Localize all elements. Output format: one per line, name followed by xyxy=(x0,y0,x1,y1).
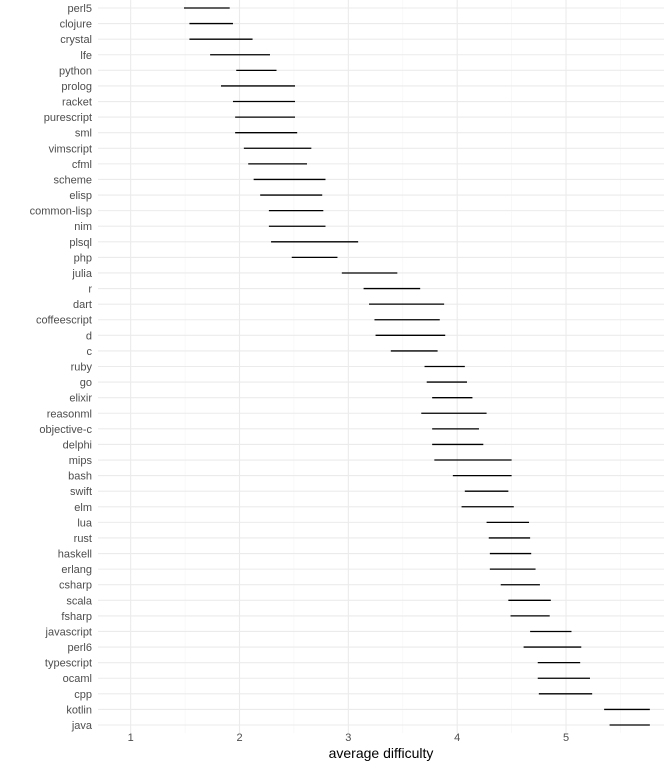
category-label-vimscript: vimscript xyxy=(49,143,92,155)
category-label-r: r xyxy=(88,284,92,296)
category-label-haskell: haskell xyxy=(58,549,92,561)
category-label-cfml: cfml xyxy=(72,159,92,171)
category-label-csharp: csharp xyxy=(59,580,92,592)
category-label-lua: lua xyxy=(77,517,93,529)
category-label-swift: swift xyxy=(70,486,92,498)
interval-series xyxy=(183,7,650,726)
category-label-python: python xyxy=(59,65,92,77)
category-label-purescript: purescript xyxy=(44,112,92,124)
category-label-perl6: perl6 xyxy=(68,642,92,654)
category-label-mips: mips xyxy=(69,455,93,467)
category-label-d: d xyxy=(86,330,92,342)
category-label-ruby: ruby xyxy=(71,362,93,374)
x-tick-labels: 1 2 3 4 5 xyxy=(128,732,570,744)
grid-lines xyxy=(98,0,664,733)
category-label-elixir: elixir xyxy=(69,393,92,405)
category-label-rust: rust xyxy=(74,533,92,545)
category-label-go: go xyxy=(80,377,92,389)
category-label-lfe: lfe xyxy=(80,50,92,62)
category-label-ocaml: ocaml xyxy=(63,673,92,685)
category-label-erlang: erlang xyxy=(61,564,92,576)
category-label-fsharp: fsharp xyxy=(61,611,92,623)
category-label-racket: racket xyxy=(62,97,92,109)
category-label-reasonml: reasonml xyxy=(47,408,92,420)
category-label-java: java xyxy=(71,720,93,732)
category-label-crystal: crystal xyxy=(60,34,92,46)
category-label-elm: elm xyxy=(74,502,92,514)
category-label-perl5: perl5 xyxy=(68,3,92,15)
category-label-kotlin: kotlin xyxy=(66,704,92,716)
category-label-plsql: plsql xyxy=(69,237,92,249)
category-label-bash: bash xyxy=(68,471,92,483)
x-tick-label: 1 xyxy=(128,732,134,744)
category-label-dart: dart xyxy=(73,299,92,311)
category-label-coffeescript: coffeescript xyxy=(36,315,92,327)
x-axis-title: average difficulty xyxy=(329,745,434,761)
category-label-javascript: javascript xyxy=(45,626,92,638)
category-label-nim: nim xyxy=(74,221,92,233)
category-label-cpp: cpp xyxy=(74,689,92,701)
category-label-sml: sml xyxy=(75,128,92,140)
x-tick-label: 3 xyxy=(345,732,351,744)
category-label-delphi: delphi xyxy=(63,439,92,451)
category-label-scheme: scheme xyxy=(53,174,92,186)
category-label-common-lisp: common-lisp xyxy=(30,206,92,218)
category-labels: perl5 clojure crystal lfe python prolog racket… xyxy=(30,3,93,732)
x-tick-label: 4 xyxy=(454,732,460,744)
x-tick-label: 2 xyxy=(236,732,242,744)
category-label-scala: scala xyxy=(66,595,93,607)
category-label-clojure: clojure xyxy=(60,19,92,31)
category-label-php: php xyxy=(74,252,92,264)
category-label-typescript: typescript xyxy=(45,658,92,670)
category-label-julia: julia xyxy=(71,268,92,280)
category-label-prolog: prolog xyxy=(61,81,92,93)
category-label-elisp: elisp xyxy=(69,190,92,202)
category-label-objective-c: objective-c xyxy=(39,424,92,436)
x-tick-label: 5 xyxy=(563,732,569,744)
category-label-c: c xyxy=(87,346,93,358)
